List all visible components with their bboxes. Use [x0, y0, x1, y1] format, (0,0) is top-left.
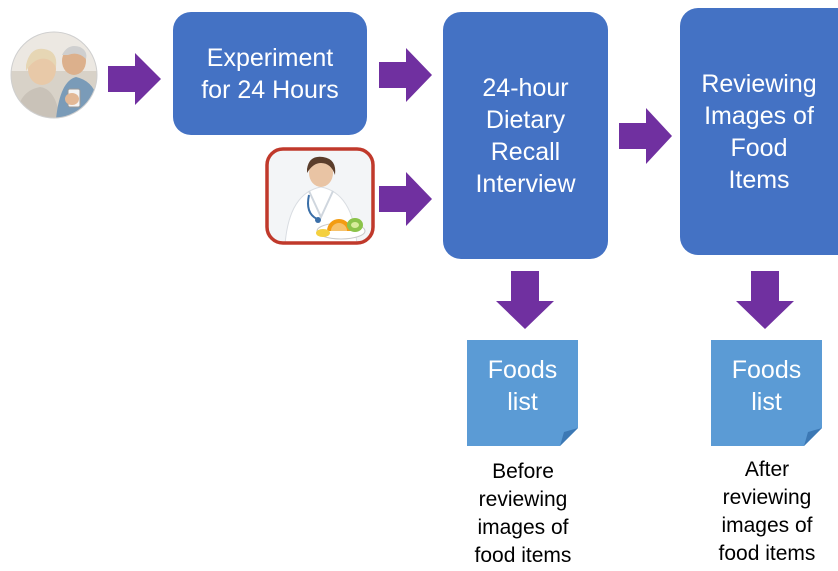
- reviewing-images-label: Reviewing Images of Food Items: [701, 69, 817, 194]
- elderly-couple-photo: [10, 31, 98, 119]
- foods-list-label: Foods list: [487, 356, 558, 416]
- recall-interview-label: 24-hour Dietary Recall Interview: [475, 73, 576, 198]
- arrow-down-icon: [496, 271, 554, 329]
- foods-list-label: Foods list: [731, 356, 802, 416]
- experiment-label: Experiment for 24 Hours: [201, 43, 339, 104]
- arrow-right-icon: [619, 108, 672, 164]
- dietitian-photo: [265, 147, 375, 245]
- experiment-box: Experiment for 24 Hours: [173, 12, 367, 135]
- foods-list-note: Foods list: [711, 340, 822, 446]
- foods-list-note: Foods list: [467, 340, 578, 446]
- reviewing-images-box: Reviewing Images of Food Items: [680, 8, 838, 255]
- arrow-right-icon: [379, 48, 432, 102]
- arrow-right-icon: [379, 172, 432, 226]
- before-caption: Before reviewing images of food items: [474, 460, 572, 567]
- recall-interview-box: 24-hour Dietary Recall Interview: [443, 12, 608, 259]
- after-caption: After reviewing images of food items: [718, 458, 816, 565]
- arrow-right-icon: [108, 53, 161, 105]
- arrow-down-icon: [736, 271, 794, 329]
